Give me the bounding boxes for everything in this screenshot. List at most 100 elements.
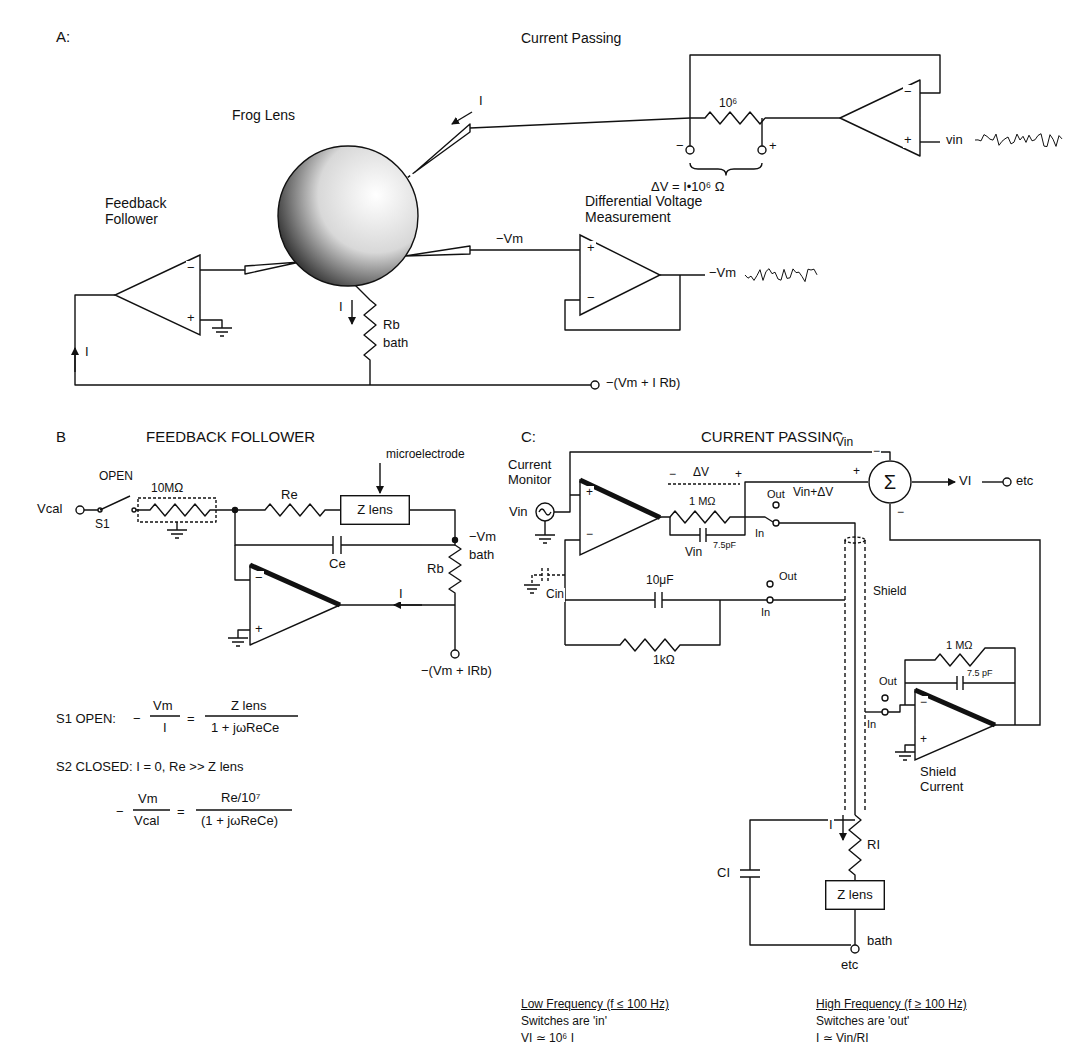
terminal	[76, 506, 84, 514]
text-label: I	[162, 721, 168, 736]
output-arrow	[912, 481, 955, 482]
node-text: Σ	[884, 471, 896, 494]
wire	[660, 274, 705, 275]
terminal	[851, 945, 859, 953]
terminal	[758, 146, 766, 154]
text-label: 1 + jωReCe	[210, 721, 280, 736]
pin-sign: =	[186, 712, 196, 727]
switch-contact	[132, 508, 136, 512]
text-label: 10μF	[645, 574, 675, 588]
wire	[865, 711, 882, 712]
text-label: 7.5pF	[712, 540, 737, 550]
text-label: Vin	[508, 505, 529, 520]
pin-sign: +	[186, 311, 196, 326]
pin-sign: +	[919, 733, 928, 747]
text-label: Switches are 'out'	[815, 1015, 910, 1029]
text-label: etc	[1015, 474, 1034, 489]
lens-circle: Frog Lens	[277, 145, 419, 287]
text-label: −Vm	[708, 266, 737, 281]
shape-outline	[277, 145, 419, 287]
text-label: ΔV = I•10⁶ Ω	[650, 180, 725, 195]
current-arrow	[842, 815, 843, 840]
text-label: I ≃ Vin/RI	[815, 1032, 869, 1046]
wire	[773, 599, 845, 600]
text-label: Re	[280, 488, 299, 503]
text-label: 1 MΩ	[688, 495, 717, 508]
text-label: Vin+ΔV	[792, 486, 834, 500]
node-heading: Frog Lens	[232, 107, 322, 123]
pin-sign: +	[585, 486, 594, 500]
text-label: Rb	[382, 318, 401, 333]
opamp-edge	[915, 690, 995, 725]
text-label: High Frequency (f ≥ 100 Hz)	[815, 998, 968, 1012]
wire	[690, 118, 762, 146]
wire	[235, 545, 250, 580]
text-label: FEEDBACK FOLLOWER	[145, 428, 316, 445]
text-label: Out	[878, 675, 898, 688]
capacitor-symbol	[905, 676, 1015, 690]
text-label: RI	[866, 838, 881, 853]
text-label: 10MΩ	[150, 482, 184, 496]
leader-arrow	[379, 463, 380, 493]
text-label: In	[760, 606, 771, 619]
text-label: S2 CLOSED: I = 0, Re >> Z lens	[55, 760, 245, 775]
wire	[765, 117, 840, 118]
node-heading: Current Monitor	[508, 458, 566, 488]
terminal	[591, 381, 599, 389]
opamp-outline	[580, 235, 660, 315]
resistor-symbol	[355, 285, 376, 385]
resistor-symbol	[142, 504, 235, 516]
impedance-box: Z lens	[825, 880, 885, 910]
current-arrow	[351, 300, 352, 324]
text-label: I	[84, 345, 90, 360]
text-label: Rb	[426, 562, 445, 577]
text-label: bath	[866, 934, 893, 949]
shield	[138, 498, 216, 522]
pin-sign: +	[768, 139, 778, 154]
pin-sign: −	[668, 468, 677, 482]
opamp-outline	[915, 690, 995, 760]
switch-contact	[767, 597, 773, 603]
text-label: I	[478, 94, 484, 109]
opamp-edge	[580, 480, 660, 518]
text-label: In	[754, 527, 765, 540]
text-label: bath	[468, 548, 495, 563]
pin-sign: −	[132, 712, 142, 727]
node-heading: Shield Current	[920, 765, 1000, 795]
opamp-outline	[115, 255, 200, 335]
opamp-edge	[250, 565, 340, 605]
text-label: In	[866, 718, 877, 731]
box-outline	[826, 881, 885, 910]
ground-symbol	[535, 521, 555, 543]
pin-sign: −	[254, 571, 264, 586]
resistor-symbol	[849, 815, 861, 880]
ground-symbol	[524, 585, 540, 593]
resistor-symbol	[660, 511, 745, 523]
node-text: Z lens	[357, 503, 392, 518]
text-label: Vcal	[36, 502, 63, 517]
microelectrode	[405, 246, 470, 256]
node-heading: Differential Voltage Measurement	[585, 193, 735, 225]
switch-contact	[882, 709, 888, 715]
text-label: B	[55, 428, 67, 445]
text-label: 10⁶	[718, 97, 738, 111]
capacitor-symbol	[670, 517, 745, 542]
text-label: Vm	[137, 792, 159, 807]
text-label: A:	[55, 28, 71, 45]
current-arrow	[74, 348, 75, 372]
signal-wire	[890, 504, 1040, 725]
pin-sign: −	[586, 291, 596, 306]
switch-contact	[773, 502, 779, 508]
resistor-symbol	[690, 112, 765, 124]
pin-sign: +	[254, 622, 264, 637]
text-label: I	[398, 587, 404, 602]
text-label: Vin	[684, 546, 703, 560]
resistor-symbol	[565, 600, 720, 651]
pin-sign: +	[903, 133, 913, 148]
lens-outline	[278, 146, 418, 286]
impedance-box: Z lens	[340, 495, 410, 525]
text-label: 1 MΩ	[945, 639, 974, 652]
